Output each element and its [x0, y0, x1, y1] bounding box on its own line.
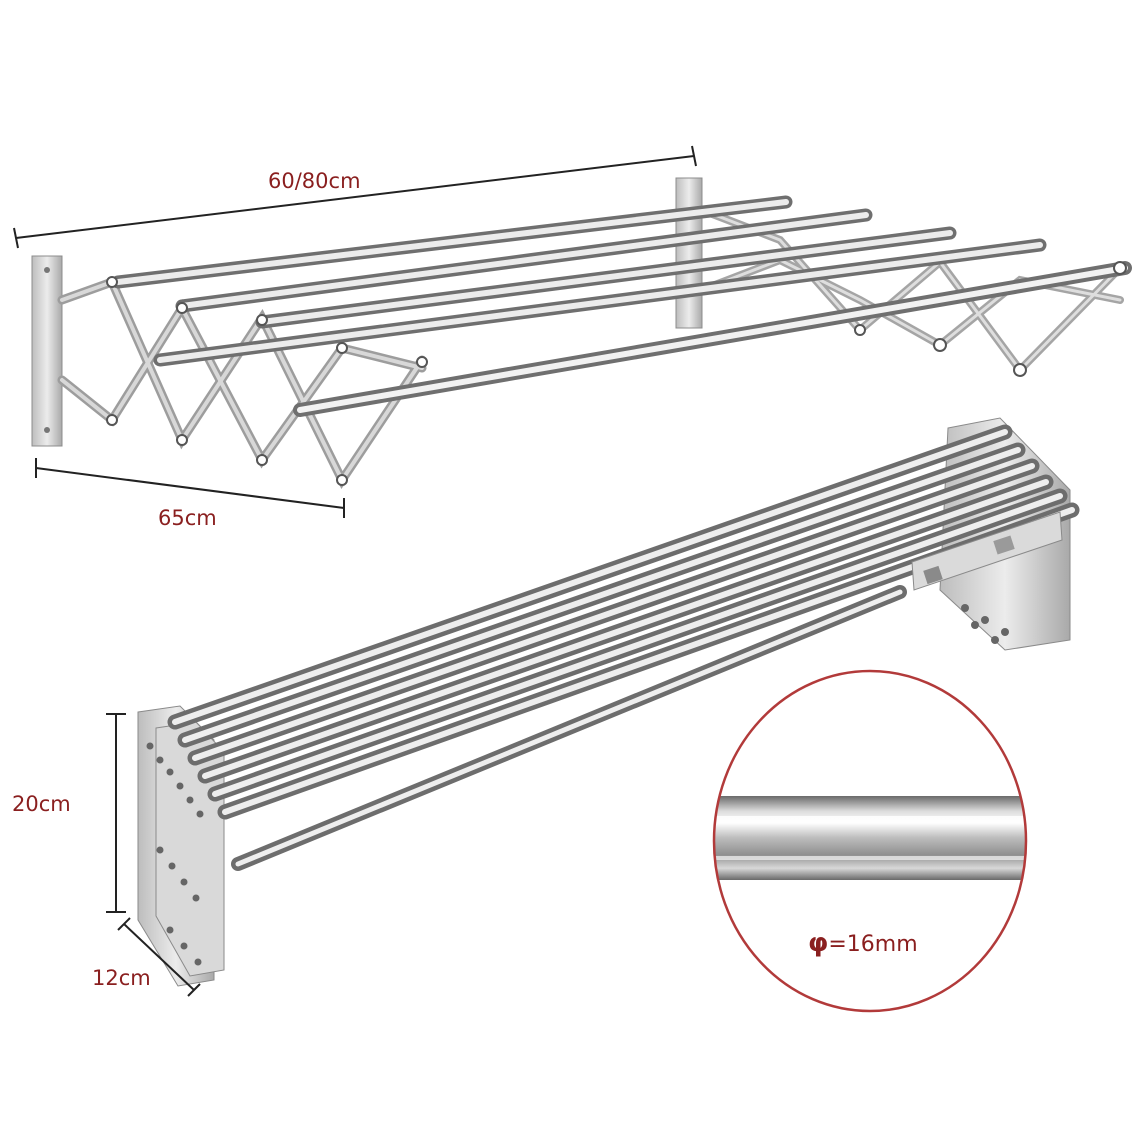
height-label: 20cm [12, 792, 71, 816]
dimension-line-length [13, 145, 697, 249]
dimension-line-depth [117, 917, 201, 997]
folded-rack [137, 417, 1080, 987]
dimension-line-width [35, 458, 345, 518]
diameter-label: φ=16mm [808, 930, 918, 956]
detail-circle-border [712, 669, 1028, 1013]
diameter-value: =16mm [828, 932, 918, 957]
rear-wall-bracket [675, 177, 703, 329]
rod-detail-callout [712, 669, 1028, 1013]
dimension-line-height [106, 713, 126, 913]
diameter-symbol: φ [808, 928, 829, 958]
folded-rods [167, 424, 1080, 871]
depth-label: 12cm [92, 966, 151, 990]
rivets [106, 261, 1127, 486]
extended-rods [111, 195, 1132, 417]
length-label: 60/80cm [268, 169, 361, 193]
extended-rack [31, 177, 1132, 489]
width-label: 65cm [158, 506, 217, 530]
front-wall-plate [31, 255, 63, 447]
